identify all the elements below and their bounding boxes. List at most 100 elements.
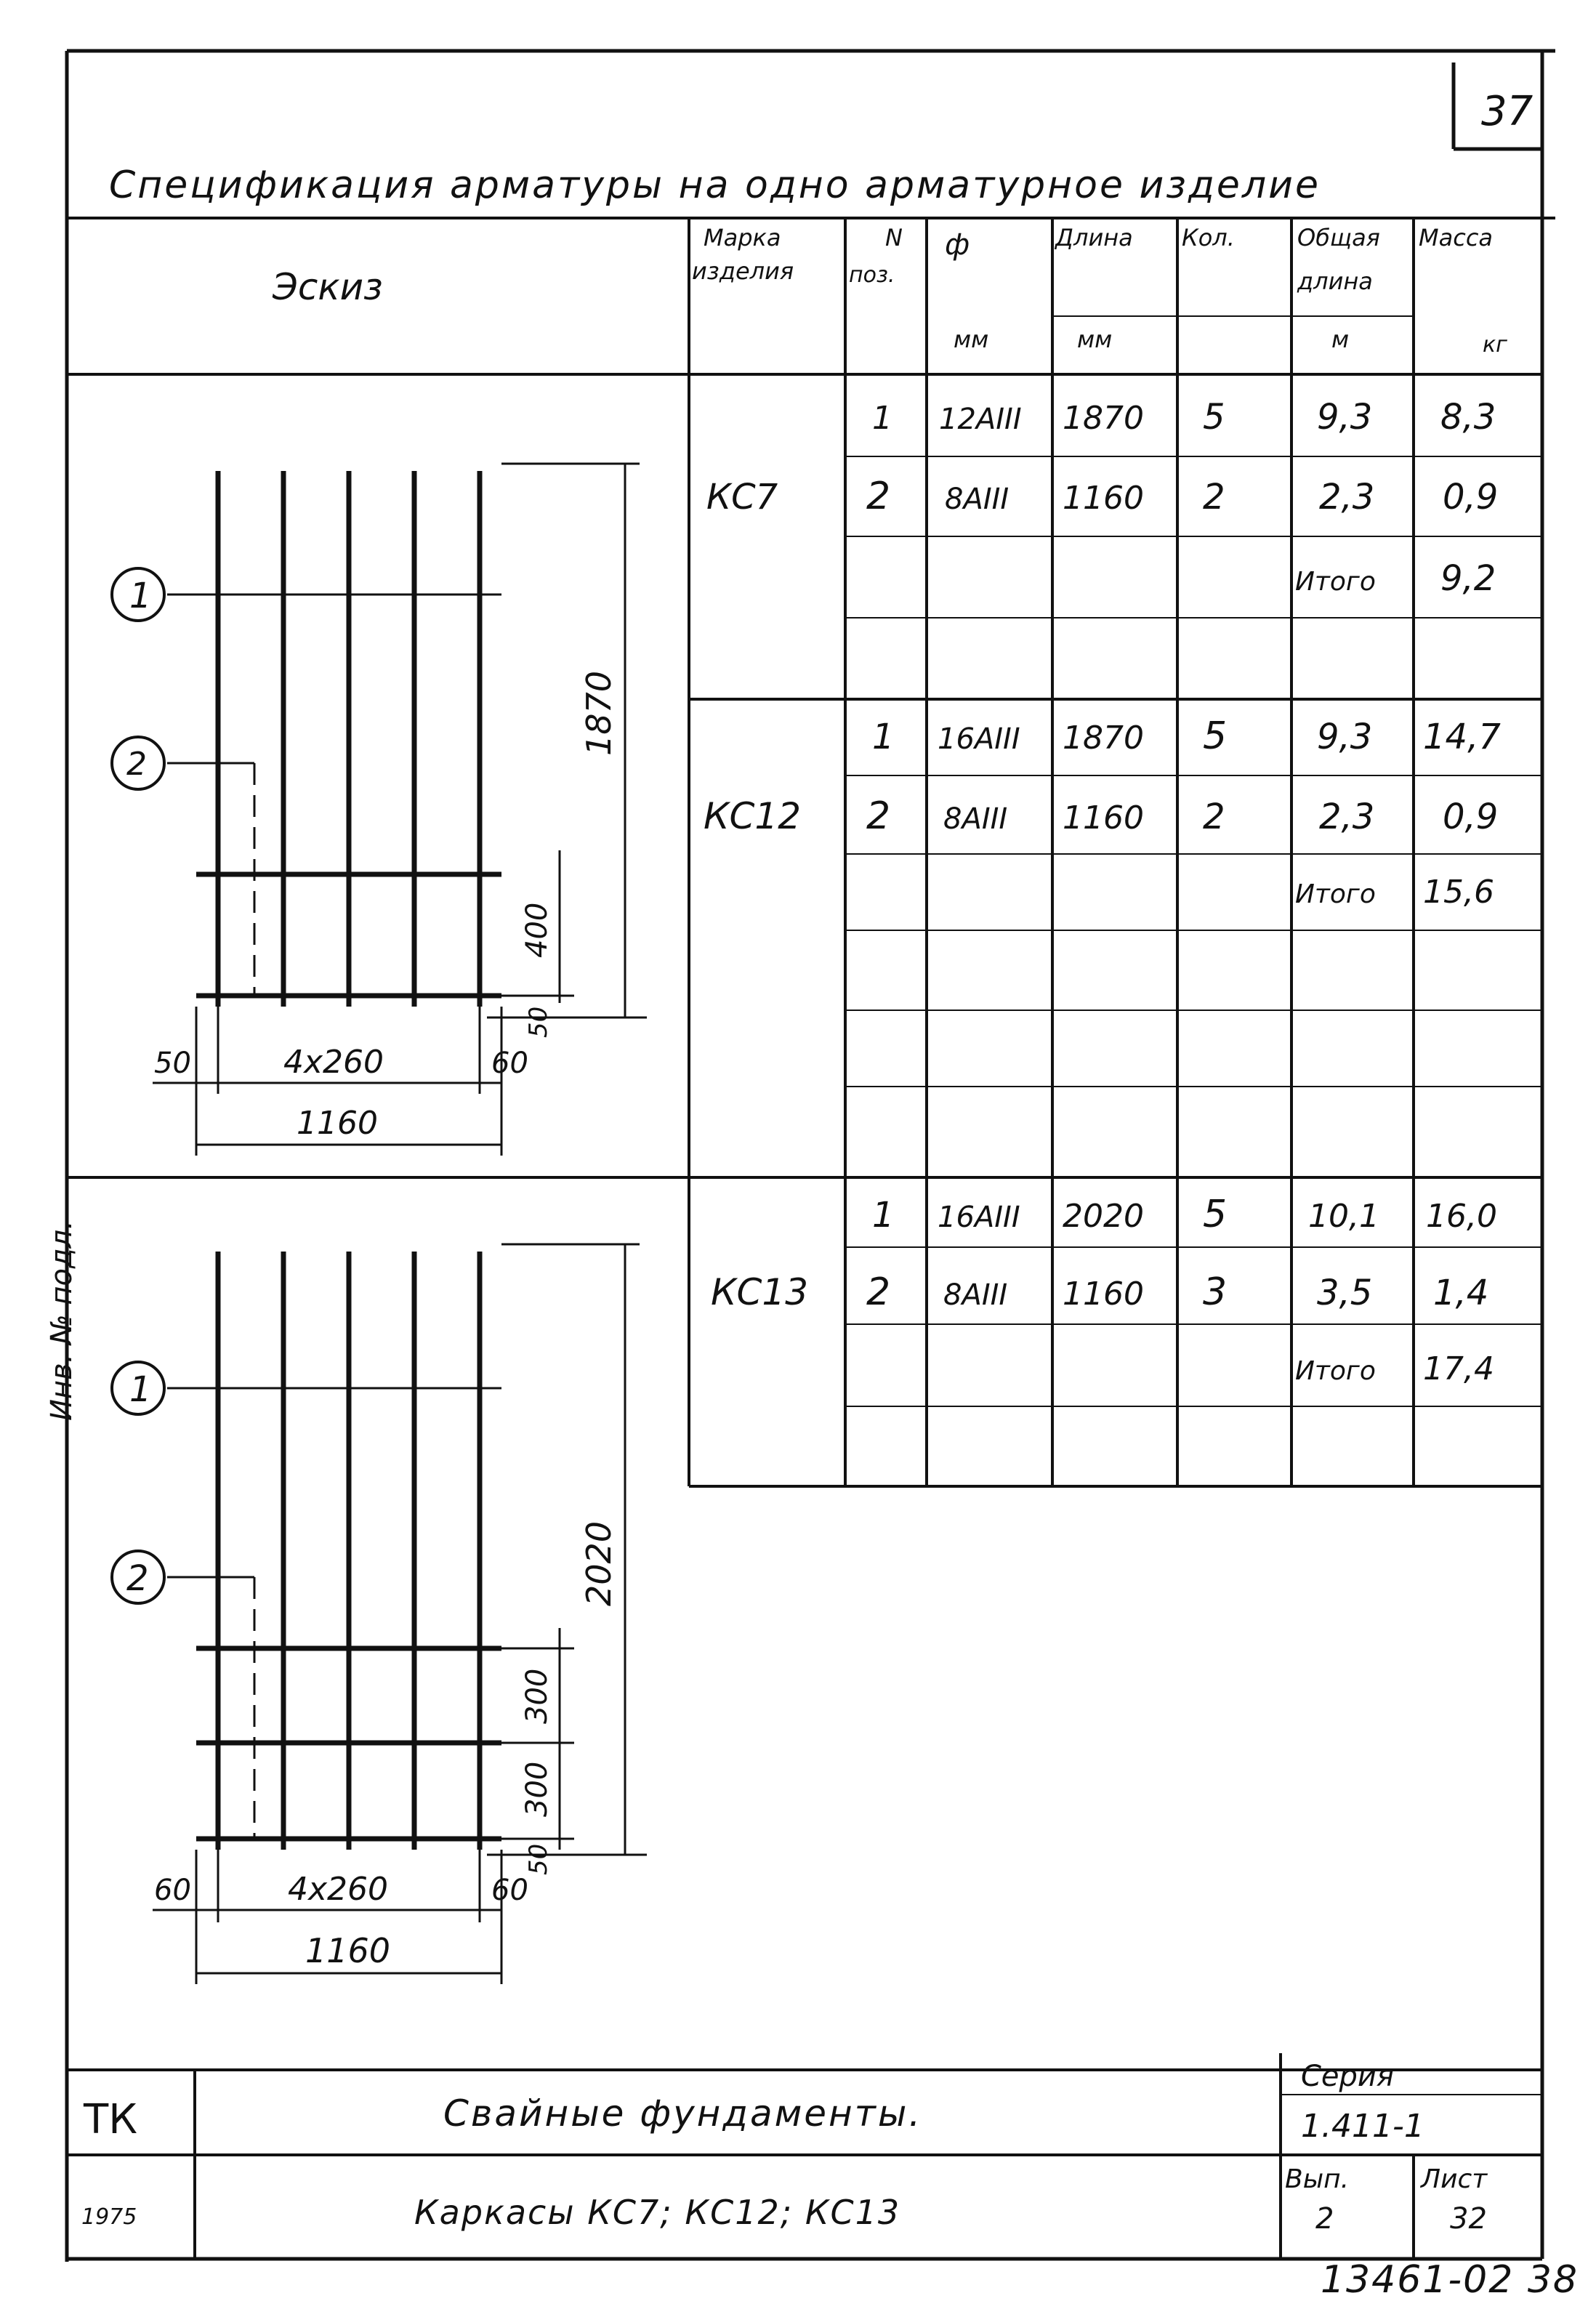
table-row: 1 12АIII 1870 5 9,3 8,3 — [872, 397, 1496, 438]
cell-mass: 14,7 — [1423, 717, 1501, 757]
cell-pos: 2 — [866, 794, 890, 838]
cell-total: 2,3 — [1319, 797, 1374, 837]
dimension-lines — [153, 462, 647, 1156]
cell-qty: 5 — [1203, 397, 1225, 438]
cell-length: 1160 — [1063, 799, 1144, 837]
dim-spacing-b: 300 — [520, 1762, 554, 1817]
dim-bottom-gap: 50 — [524, 1007, 553, 1038]
position-label: 2 — [126, 746, 147, 783]
total-label: Итого — [1295, 567, 1376, 597]
side-note: Инв. № подл. — [45, 1220, 78, 1421]
cell-qty: 5 — [1203, 714, 1227, 758]
cell-qty: 2 — [1203, 797, 1225, 837]
dim-bottom-gap: 50 — [524, 1844, 553, 1875]
total-label: Итого — [1295, 879, 1376, 909]
cell-pos: 1 — [872, 400, 892, 437]
cell-length: 1160 — [1063, 1276, 1144, 1313]
cell-length: 1870 — [1063, 720, 1144, 757]
header-total-2: длина — [1297, 267, 1373, 295]
cell-total: 3,5 — [1317, 1273, 1372, 1313]
total-mass: 17,4 — [1423, 1350, 1494, 1387]
header-mark-2: изделия — [692, 257, 794, 285]
spec-table-grid — [67, 217, 1555, 1488]
year: 1975 — [81, 2204, 137, 2230]
header-diam: ф — [945, 228, 970, 262]
cell-pos: 1 — [872, 1195, 895, 1236]
sketch-1: 1 2 1870 400 50 50 4х260 60 1160 — [110, 462, 647, 1156]
transverse-bars — [196, 593, 501, 999]
dim-width: 1160 — [297, 1105, 378, 1142]
position-label: 2 — [126, 1558, 149, 1599]
transverse-bars — [196, 1387, 501, 1842]
header-qty: Кол. — [1182, 224, 1235, 251]
issue-label: Вып. — [1285, 2164, 1349, 2194]
dim-bays: 4х260 — [283, 1044, 384, 1081]
header-pos-1: N — [885, 224, 903, 251]
group-kc12: КС12 1 16АIII 1870 5 9,3 14,7 2 8АIII 11… — [704, 714, 1501, 911]
header-total-unit: м — [1331, 326, 1349, 353]
longitudinal-bars — [215, 471, 483, 1007]
table-row: 1 16АIII 1870 5 9,3 14,7 — [872, 714, 1501, 758]
group-kc7: КС7 1 12АIII 1870 5 9,3 8,3 2 8АIII 1160… — [706, 397, 1498, 599]
sheet-frame — [65, 49, 1555, 2262]
position-label: 1 — [129, 576, 152, 616]
org-code: ТК — [83, 2096, 137, 2143]
cell-diam: 8АIII — [943, 1278, 1007, 1312]
cell-total: 9,3 — [1317, 717, 1372, 757]
drawing-subtitle: Каркасы КС7; КС12; КС13 — [414, 2193, 900, 2232]
header-pos-2: поз. — [849, 262, 895, 288]
cell-mass: 8,3 — [1440, 397, 1496, 438]
dim-right-edge: 60 — [491, 1047, 528, 1080]
position-marker — [110, 736, 166, 791]
table-row: 1 16АIII 2020 5 10,1 16,0 — [872, 1193, 1497, 1236]
cell-mass: 1,4 — [1433, 1273, 1488, 1313]
table-row: 2 8АIII 1160 3 3,5 1,4 — [866, 1270, 1488, 1314]
total-label: Итого — [1295, 1356, 1376, 1386]
group-kc13: КС13 1 16АIII 2020 5 10,1 16,0 2 8АIII 1… — [711, 1193, 1497, 1387]
sheet-value: 32 — [1450, 2202, 1487, 2236]
archive-stamp: 13461-02 38 — [1320, 2258, 1579, 2302]
total-mass: 15,6 — [1423, 874, 1494, 911]
cell-qty: 3 — [1203, 1270, 1227, 1314]
title-block: ТК Свайные фундаменты. Каркасы КС7; КС12… — [67, 2053, 1542, 2259]
mark-kc13: КС13 — [711, 1271, 808, 1313]
cell-total: 10,1 — [1308, 1198, 1379, 1235]
longitudinal-bars — [215, 1252, 483, 1850]
table-header: Эскиз Марка изделия N поз. ф мм Длина мм… — [272, 224, 1507, 358]
series-value: 1.411-1 — [1301, 2108, 1424, 2145]
dim-width: 1160 — [305, 1931, 390, 1970]
cell-pos: 1 — [872, 717, 895, 757]
sheet-label: Лист — [1419, 2164, 1488, 2194]
dimension-lines — [153, 1243, 647, 1984]
header-total-1: Общая — [1297, 224, 1380, 251]
position-marker — [110, 1550, 166, 1605]
header-mark-1: Марка — [704, 224, 781, 251]
mark-kc7: КС7 — [706, 477, 778, 517]
total-mass: 9,2 — [1440, 558, 1496, 599]
cell-pos: 2 — [866, 475, 890, 518]
cell-diam: 16АIII — [938, 722, 1020, 756]
cell-diam: 12АIII — [939, 403, 1022, 436]
spec-title: Спецификация арматуры на одно арматурное… — [109, 164, 1321, 207]
cell-length: 1870 — [1063, 400, 1144, 437]
cell-qty: 2 — [1203, 477, 1225, 517]
dim-height: 2020 — [579, 1521, 618, 1606]
dim-spacing-a: 300 — [520, 1669, 554, 1724]
dim-spacing: 400 — [520, 903, 554, 958]
cell-diam: 8АIII — [943, 802, 1007, 836]
position-marker — [110, 1361, 166, 1416]
cell-diam: 16АIII — [938, 1201, 1020, 1234]
mark-kc12: КС12 — [704, 795, 801, 837]
cell-mass: 0,9 — [1443, 797, 1498, 837]
cell-mass: 16,0 — [1426, 1198, 1497, 1235]
dim-left-edge: 60 — [154, 1874, 191, 1907]
dim-left-edge: 50 — [154, 1047, 191, 1080]
dim-right-edge: 60 — [491, 1874, 528, 1907]
dim-bays: 4х260 — [288, 1871, 388, 1908]
series-label: Серия — [1301, 2060, 1394, 2093]
header-sketch: Эскиз — [272, 266, 383, 308]
drawing-title: Свайные фундаменты. — [443, 2092, 922, 2135]
position-marker — [110, 567, 166, 622]
cell-total: 9,3 — [1317, 397, 1372, 438]
